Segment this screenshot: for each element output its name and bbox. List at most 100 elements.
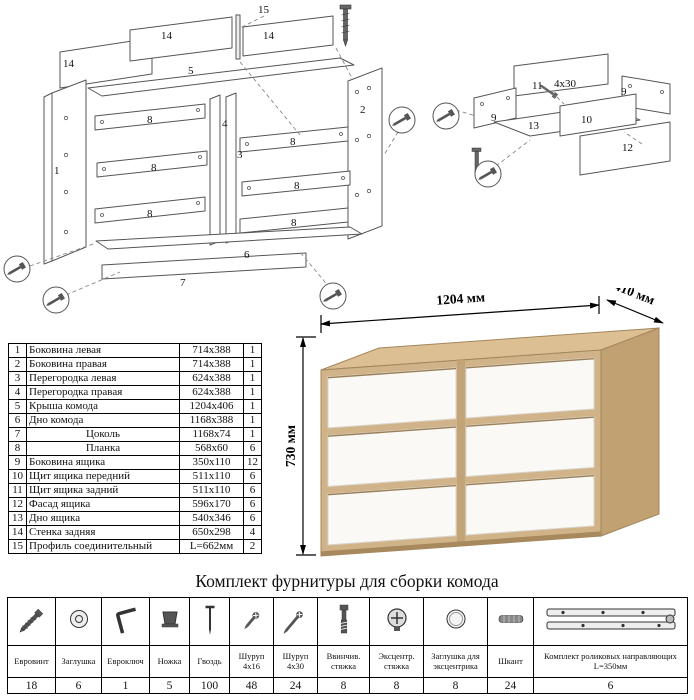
screw-callout-icon (432, 102, 460, 130)
hw-icon (229, 597, 274, 646)
part-partition-right (225, 92, 237, 244)
euro-screw-icon (19, 608, 43, 633)
part-size: 596x170 (179, 497, 244, 512)
part-callout: 14 (161, 30, 172, 42)
part-num: 10 (8, 469, 27, 484)
part-slat (94, 196, 206, 224)
part-size: 540x346 (179, 511, 244, 526)
hw-icon (423, 597, 488, 646)
hw-label: Евроключ (101, 645, 150, 678)
part-name: Крыша комода (26, 399, 180, 414)
hw-icon (189, 597, 230, 646)
dresser-plinth-shadow (321, 531, 601, 557)
part-size: 714x388 (179, 357, 244, 372)
drawer-front (327, 367, 457, 429)
part-qty: 4 (243, 525, 262, 540)
drawer-facade (579, 121, 671, 176)
part-qty: 6 (243, 441, 262, 456)
screw-callout-icon (3, 255, 31, 283)
screw-4x16-icon (243, 612, 259, 630)
screw-callout-icon (42, 286, 70, 314)
part-back-panel (59, 37, 153, 89)
part-callout: 15 (258, 4, 269, 16)
hw-label: Ножка (149, 645, 190, 678)
part-callout: 8 (291, 217, 297, 229)
part-left-side-edge (43, 92, 53, 265)
part-bottom-panel (95, 226, 363, 250)
drawer-front (327, 484, 457, 546)
dresser-front-face (320, 349, 602, 557)
hex-key-icon (115, 607, 136, 634)
cam-cap-icon (446, 609, 465, 629)
drawer-front (465, 474, 595, 536)
part-num: 5 (8, 399, 27, 414)
hw-label: Эксцентр. стяжка (369, 645, 424, 678)
cap-icon (69, 610, 88, 628)
drill-holes (63, 85, 372, 235)
part-size: L=662мм (179, 539, 244, 554)
part-callout: 9 (621, 86, 627, 98)
hw-qty: 18 (7, 677, 56, 694)
part-qty: 2 (243, 539, 262, 554)
part-slat (94, 103, 206, 131)
part-callout: 13 (528, 120, 539, 132)
hw-label: Ввинчив. стяжка (317, 645, 370, 678)
drawer-front (327, 425, 457, 487)
hw-label: Шкант (487, 645, 534, 678)
hw-label: Заглушка для эксцентрика (423, 645, 488, 678)
part-num: 6 (8, 413, 27, 428)
screw-callout-icon (474, 160, 502, 188)
hw-icon (369, 597, 424, 646)
drawer-front (465, 415, 595, 478)
part-left-side (51, 79, 87, 262)
hw-label: Гвоздь (189, 645, 230, 678)
part-callout: 8 (147, 208, 153, 220)
drawer-exploded-diagram (432, 53, 671, 188)
part-num: 9 (8, 455, 27, 470)
part-callout: 11 (532, 80, 543, 92)
hw-icon (317, 597, 370, 646)
hw-qty: 8 (317, 677, 370, 694)
drawer-slides-icon (546, 608, 675, 630)
hw-icon (487, 597, 534, 646)
part-size: 511x110 (179, 483, 244, 498)
part-name: Перегородка правая (26, 385, 180, 400)
part-partition-left (209, 94, 221, 246)
hw-qty: 24 (487, 677, 534, 694)
part-name: Дно ящика (26, 511, 180, 526)
hw-qty: 1 (101, 677, 150, 694)
hw-icon (7, 597, 56, 646)
hardware-icons-row (7, 597, 688, 646)
hw-qty: 8 (369, 677, 424, 694)
part-name: Боковина левая (26, 343, 180, 358)
hw-icon (101, 597, 150, 646)
part-qty: 6 (243, 511, 262, 526)
hw-icon (149, 597, 190, 646)
drill-holes (480, 84, 664, 106)
hw-qty: 100 (189, 677, 230, 694)
part-callout: 10 (581, 114, 592, 126)
part-slat (96, 150, 208, 178)
hw-qty: 8 (423, 677, 488, 694)
part-qty: 12 (243, 455, 262, 470)
part-qty: 1 (243, 343, 262, 358)
part-callout: 4 (222, 118, 228, 130)
part-callout: 8 (290, 136, 296, 148)
nail-icon (205, 605, 215, 635)
hw-qty: 6 (55, 677, 102, 694)
part-num: 2 (8, 357, 27, 372)
part-num: 8 (8, 441, 27, 456)
part-plinth (101, 252, 307, 280)
part-name: Щит ящика передний (26, 469, 180, 484)
part-callout: 14 (263, 30, 274, 42)
hw-label: Комплект роликовых направляющих L=350мм (533, 645, 688, 678)
